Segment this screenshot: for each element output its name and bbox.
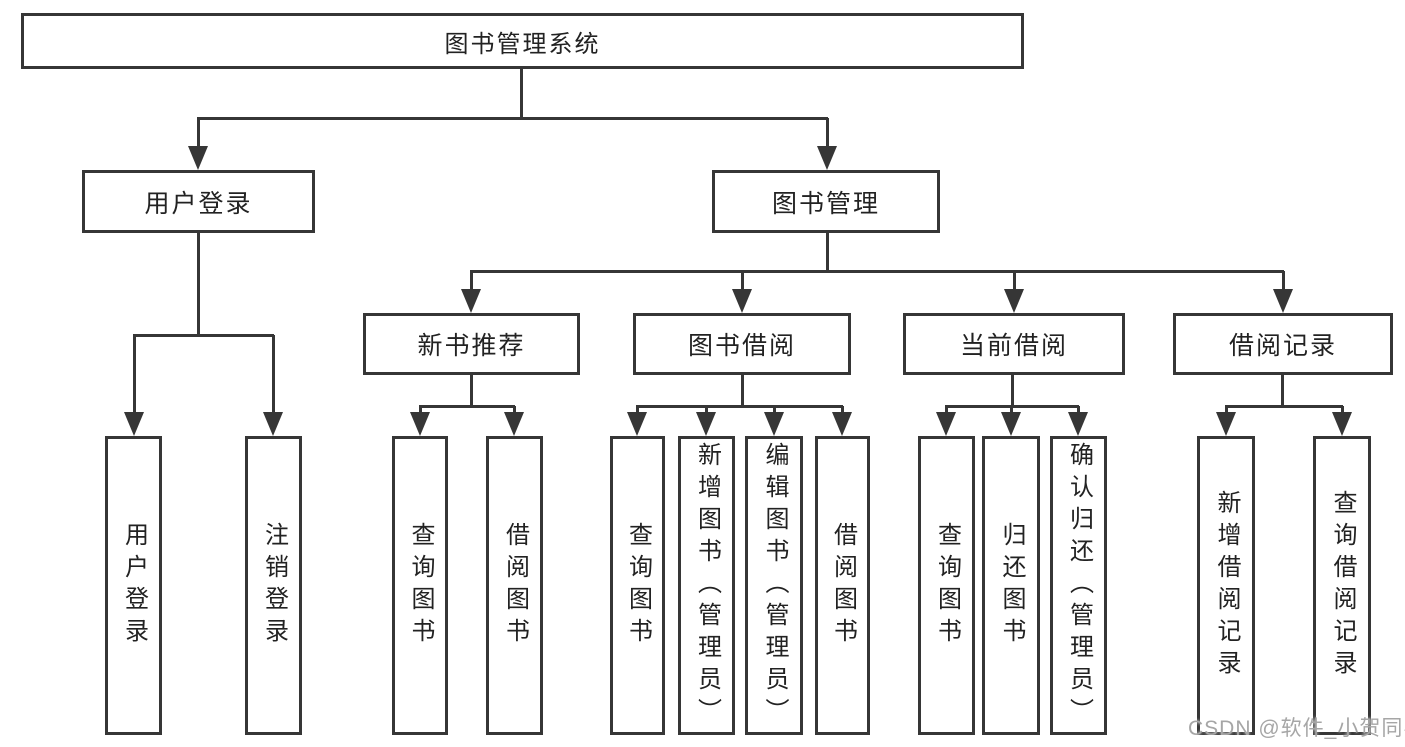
arrow-down-icon — [1332, 412, 1352, 436]
box-current-borrowing-label: 当前借阅 — [959, 332, 1068, 360]
box-library-system: 图书管理系统 — [21, 13, 1024, 69]
connector-vline — [1011, 375, 1014, 407]
connector-arrow-stem — [741, 271, 744, 292]
leaf-edit-books-admin: 编辑图书（管理员） — [745, 436, 803, 735]
connector-hline — [1225, 405, 1343, 408]
leaf-query-books-current: 查询图书 — [918, 436, 975, 735]
connector-arrow-stem — [197, 118, 200, 149]
leaf-add-borrow-record-label: 新增借阅记录 — [1213, 489, 1240, 682]
leaf-query-borrow-record: 查询借阅记录 — [1313, 436, 1371, 735]
box-borrowing-records-label: 借阅记录 — [1228, 332, 1337, 360]
leaf-query-books-borrow-label: 查询图书 — [624, 521, 652, 650]
arrow-down-icon — [732, 289, 752, 313]
leaf-query-books-recommend: 查询图书 — [392, 436, 448, 735]
connector-hline — [197, 117, 828, 120]
leaf-add-books-admin-label: 新增图书（管理员） — [693, 441, 721, 730]
leaf-logout-login: 注销登录 — [245, 436, 302, 735]
box-book-borrowing: 图书借阅 — [633, 313, 851, 375]
leaf-edit-books-admin-label: 编辑图书（管理员） — [761, 441, 788, 730]
connector-hline — [133, 334, 274, 337]
arrow-down-icon — [817, 146, 837, 170]
box-user-login-label: 用户登录 — [144, 189, 253, 218]
arrow-down-icon — [263, 412, 283, 436]
box-book-management-label: 图书管理 — [771, 189, 880, 218]
leaf-logout-login-label: 注销登录 — [260, 521, 288, 650]
leaf-borrow-books-borrow-label: 借阅图书 — [829, 521, 857, 650]
connector-vline — [520, 69, 523, 119]
leaf-confirm-return-admin-label: 确认归还（管理员） — [1065, 441, 1093, 730]
leaf-query-books-recommend-label: 查询图书 — [407, 521, 434, 650]
connector-vline — [826, 233, 829, 272]
leaf-add-borrow-record: 新增借阅记录 — [1197, 436, 1255, 735]
arrow-down-icon — [1001, 412, 1021, 436]
arrow-down-icon — [627, 412, 647, 436]
connector-vline — [1281, 375, 1284, 407]
box-book-borrowing-label: 图书借阅 — [687, 332, 796, 360]
leaf-query-borrow-record-label: 查询借阅记录 — [1329, 489, 1356, 682]
leaf-user-login-label: 用户登录 — [120, 521, 148, 650]
leaf-borrow-books-borrow: 借阅图书 — [815, 436, 870, 735]
box-user-login: 用户登录 — [82, 170, 315, 233]
leaf-confirm-return-admin: 确认归还（管理员） — [1050, 436, 1107, 735]
arrow-down-icon — [764, 412, 784, 436]
connector-arrow-stem — [1225, 406, 1228, 415]
connector-hline — [636, 405, 843, 408]
connector-arrow-stem — [272, 335, 275, 415]
box-book-management: 图书管理 — [712, 170, 940, 233]
leaf-borrow-books-recommend-label: 借阅图书 — [501, 521, 529, 650]
arrow-down-icon — [410, 412, 430, 436]
arrow-down-icon — [936, 412, 956, 436]
arrow-down-icon — [504, 412, 524, 436]
leaf-return-books-label: 归还图书 — [998, 521, 1025, 650]
connector-vline — [197, 233, 200, 336]
box-new-book-recommendation: 新书推荐 — [363, 313, 580, 375]
leaf-query-books-current-label: 查询图书 — [933, 521, 961, 650]
connector-arrow-stem — [1282, 271, 1285, 292]
leaf-borrow-books-recommend: 借阅图书 — [486, 436, 543, 735]
box-new-book-recommendation-label: 新书推荐 — [417, 332, 526, 360]
connector-arrow-stem — [1341, 406, 1344, 415]
arrow-down-icon — [1216, 412, 1236, 436]
arrow-down-icon — [461, 289, 481, 313]
connector-vline — [741, 375, 744, 407]
arrow-down-icon — [1004, 289, 1024, 313]
arrow-down-icon — [188, 146, 208, 170]
connector-arrow-stem — [841, 406, 844, 415]
connector-arrow-stem — [470, 271, 473, 292]
leaf-query-books-borrow: 查询图书 — [610, 436, 665, 735]
connector-vline — [470, 375, 473, 407]
arrow-down-icon — [1273, 289, 1293, 313]
connector-arrow-stem — [1013, 271, 1016, 292]
connector-arrow-stem — [773, 406, 776, 415]
connector-arrow-stem — [1077, 406, 1080, 415]
csdn-watermark: CSDN @软件_小贺同学 — [1188, 717, 1405, 740]
connector-arrow-stem — [826, 118, 829, 149]
box-library-system-label: 图书管理系统 — [444, 30, 601, 58]
connector-arrow-stem — [705, 406, 708, 415]
connector-arrow-stem — [419, 406, 422, 415]
connector-arrow-stem — [945, 406, 948, 415]
box-current-borrowing: 当前借阅 — [903, 313, 1125, 375]
arrow-down-icon — [696, 412, 716, 436]
arrow-down-icon — [1068, 412, 1088, 436]
connector-hline — [419, 405, 515, 408]
leaf-user-login: 用户登录 — [105, 436, 162, 735]
connector-arrow-stem — [513, 406, 516, 415]
connector-arrow-stem — [133, 335, 136, 415]
connector-arrow-stem — [636, 406, 639, 415]
connector-arrow-stem — [1010, 406, 1013, 415]
leaf-return-books: 归还图书 — [982, 436, 1040, 735]
leaf-add-books-admin: 新增图书（管理员） — [678, 436, 735, 735]
arrow-down-icon — [832, 412, 852, 436]
box-borrowing-records: 借阅记录 — [1173, 313, 1393, 375]
connector-hline — [470, 270, 1284, 273]
arrow-down-icon — [124, 412, 144, 436]
